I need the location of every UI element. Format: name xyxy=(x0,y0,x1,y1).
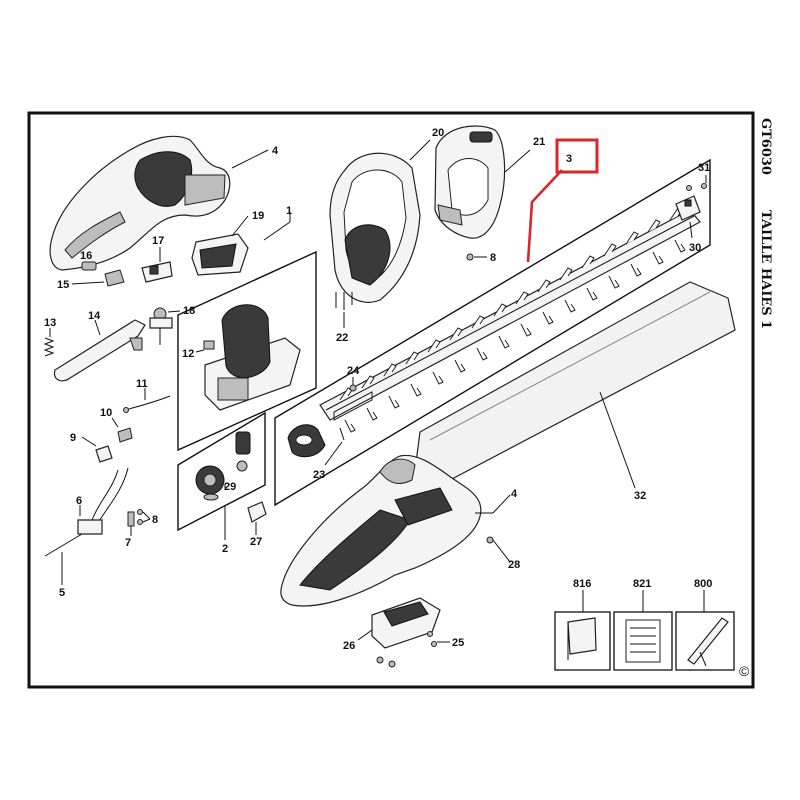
part-label-7: 7 xyxy=(125,537,131,549)
part-label-4-top: 4 xyxy=(272,145,279,157)
part-label-18: 18 xyxy=(183,305,195,317)
part-label-14: 14 xyxy=(88,310,101,322)
part-13-spring[interactable] xyxy=(43,337,55,357)
part-label-23: 23 xyxy=(313,469,325,481)
part-18-switch-contact[interactable] xyxy=(149,307,173,345)
part-24-screw[interactable] xyxy=(349,384,357,392)
accessory-816-manual[interactable] xyxy=(554,611,611,671)
part-label-821: 821 xyxy=(633,578,651,590)
part-12-brush[interactable] xyxy=(203,340,215,350)
part-label-5: 5 xyxy=(59,587,65,599)
part-label-8-left: 8 xyxy=(152,514,158,526)
part-label-3: 3 xyxy=(566,153,572,165)
part-label-17: 17 xyxy=(152,235,164,247)
part-label-2: 2 xyxy=(222,543,228,555)
highlight-leader-part-3 xyxy=(526,169,563,263)
part-label-12: 12 xyxy=(182,348,194,360)
copyright-mark: © xyxy=(739,663,750,679)
accessory-821-label-sheet[interactable] xyxy=(613,611,673,671)
part-5-cord[interactable] xyxy=(44,533,83,557)
part-23-eccentric[interactable] xyxy=(287,424,345,458)
part-8-screw-right[interactable] xyxy=(466,253,474,261)
part-27-plate[interactable] xyxy=(247,501,267,523)
part-label-9: 9 xyxy=(70,432,76,444)
part-label-29: 29 xyxy=(224,481,236,493)
part-label-800: 800 xyxy=(694,578,712,590)
part-17-switch-module[interactable] xyxy=(141,261,173,283)
diagram-subtitle: TAILLE HAIES 1 xyxy=(758,210,773,329)
part-label-1: 1 xyxy=(286,205,292,217)
part-15-switch[interactable] xyxy=(104,269,125,287)
part-10-connector[interactable] xyxy=(117,427,133,443)
housing-half-left[interactable] xyxy=(49,135,231,271)
part-21-hand-guard[interactable] xyxy=(434,125,506,239)
part-label-6: 6 xyxy=(76,495,82,507)
part-1-motor[interactable] xyxy=(204,304,301,411)
part-7-clip[interactable] xyxy=(127,511,135,527)
part-16-spring[interactable] xyxy=(81,261,97,271)
part-28-screw[interactable] xyxy=(486,536,494,544)
part-14-trigger-lever[interactable] xyxy=(53,319,146,382)
part-label-16: 16 xyxy=(80,250,92,262)
part-label-20: 20 xyxy=(432,127,444,139)
part-label-26: 26 xyxy=(343,640,355,652)
part-22-screws[interactable] xyxy=(335,292,353,310)
part-label-25: 25 xyxy=(452,637,464,649)
part-label-13: 13 xyxy=(44,317,56,329)
part-19-battery-latch[interactable] xyxy=(191,233,249,276)
part-label-8-right: 8 xyxy=(490,252,496,264)
model-number: GT6030 xyxy=(758,118,773,175)
part-label-22: 22 xyxy=(336,332,348,344)
part-9-terminal[interactable] xyxy=(95,445,113,463)
part-label-28: 28 xyxy=(508,559,520,571)
part-label-31: 31 xyxy=(698,162,710,174)
part-label-19: 19 xyxy=(252,210,264,222)
part-label-4-bottom: 4 xyxy=(511,488,518,500)
part-label-27: 27 xyxy=(250,536,262,548)
part-31-screws[interactable] xyxy=(686,183,707,191)
highlight-box-part-3 xyxy=(555,138,599,174)
housing-half-right[interactable] xyxy=(280,454,482,607)
part-11-wire[interactable] xyxy=(123,395,171,413)
motor-assembly-box xyxy=(177,250,317,452)
part-label-816: 816 xyxy=(573,578,591,590)
part-20-front-guard[interactable] xyxy=(329,152,421,303)
part-label-11: 11 xyxy=(136,378,148,390)
blade-assembly-box xyxy=(274,158,711,507)
part-6-cable[interactable] xyxy=(77,467,129,535)
accessory-800-tool[interactable] xyxy=(675,611,735,671)
gear-assembly-box xyxy=(177,411,266,532)
part-30-end-cap[interactable] xyxy=(675,195,701,221)
part-label-30: 30 xyxy=(689,242,701,254)
part-8-screws-left[interactable] xyxy=(137,509,143,525)
part-2-gear-set[interactable] xyxy=(195,431,251,501)
part-label-10: 10 xyxy=(100,407,112,419)
part-label-15: 15 xyxy=(57,279,69,291)
part-label-21: 21 xyxy=(533,136,545,148)
part-label-32: 32 xyxy=(634,490,646,502)
part-label-24: 24 xyxy=(347,365,360,377)
part-3-blade[interactable] xyxy=(319,207,701,433)
part-25-screws[interactable] xyxy=(427,631,437,647)
